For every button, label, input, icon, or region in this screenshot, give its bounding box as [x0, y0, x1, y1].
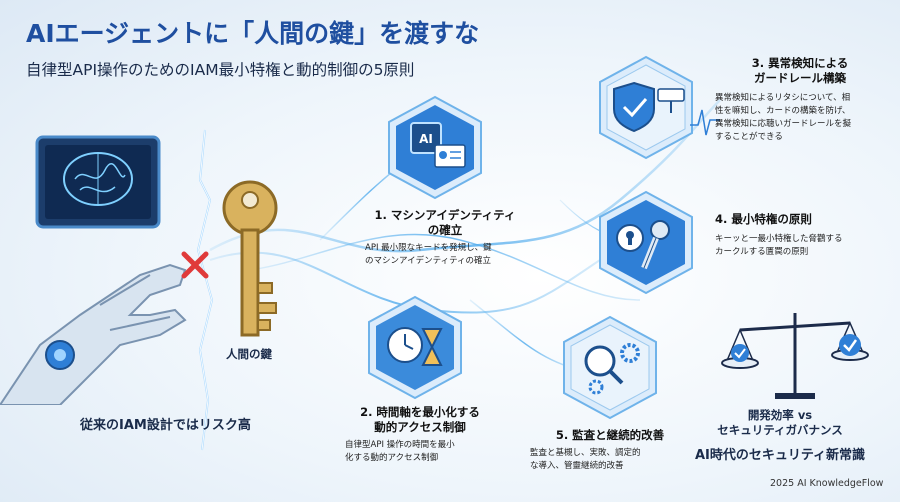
credit-text: 2025 AI KnowledgeFlow: [770, 478, 884, 489]
principle-3-desc-line4: することができる: [715, 132, 783, 142]
gear-icon: [588, 343, 640, 395]
human-key-label: 人間の鍵: [226, 347, 272, 361]
governance-line2: セキュリティガバナンス: [717, 423, 843, 437]
pulse-line-icon: [690, 109, 720, 136]
camera-icon: [657, 88, 685, 113]
hex-least-privilege: [599, 190, 693, 295]
principle-4-desc-line2: カークルする匱罠の原則: [715, 247, 809, 257]
hourglass-icon: [421, 328, 443, 366]
principle-3-desc-line2: 性を嘛知し、カードの構築を防げ、: [715, 106, 851, 116]
magnifier-icon: [584, 345, 624, 385]
principle-2-desc-line2: 化する動的アクセス制御: [345, 453, 439, 463]
principle-2: 2. 時間軸を最小化する 動的アクセス制御 自律型API 操作の時間を最小 化す…: [345, 405, 495, 465]
principle-4-title-line1: 4. 最小特権の原則: [715, 212, 812, 226]
ai-chip-text: AI: [419, 132, 433, 146]
robot-hand: [0, 263, 187, 405]
brain-monitor: [35, 135, 161, 229]
governance-line1: 開発効率 vs: [747, 408, 813, 422]
legacy-risk-caption: 従来のIAM設計ではリスク高: [80, 418, 251, 433]
principle-5-desc-line2: な導入、管靈継続的改善: [530, 461, 624, 471]
balance-scale-icon: [721, 313, 869, 399]
principle-5-desc-line1: 監査と基槻し、実敗、調定的: [530, 448, 641, 458]
keyhole-icon: [616, 224, 644, 252]
governance-line3: AI時代のセキュリティ新常識: [694, 448, 866, 463]
principle-1-desc-line1: API 最小限なキードを発規し、鍵: [365, 243, 492, 253]
principle-2-title-line2: 動的アクセス制御: [374, 420, 466, 434]
principle-1: 1. マシンアイデンティティ の確立 API 最小限なキードを発規し、鍵 のマシ…: [365, 208, 525, 268]
denied-x-icon: [181, 251, 209, 279]
hex-machine-identity: AI: [388, 95, 482, 200]
principle-3: 3. 異常検知による ガードレール構築 異常検知によるリタシについて、相 性を嘛…: [715, 56, 885, 144]
ai-chip-icon: AI: [410, 122, 442, 154]
brain-icon: [63, 152, 133, 206]
principle-3-desc-line3: 異常検知に応聴いガードレールを擬: [715, 119, 852, 129]
hex-audit-improvement: [563, 315, 657, 420]
principle-1-title-line1: 1. マシンアイデンティティ: [374, 208, 516, 222]
check-badge-icon: [731, 334, 861, 362]
principle-3-title-line1: 3. 異常検知による: [751, 56, 849, 70]
principle-5: 5. 監査と継続的改善 監査と基槻し、実敗、調定的 な導入、管靈継続的改善: [530, 428, 690, 473]
key-icon: [222, 180, 278, 337]
principle-1-desc-line2: のマシンアイデンティティの確立: [365, 256, 492, 266]
small-key-icon: [641, 220, 670, 270]
shield-icon: [613, 81, 655, 133]
principle-2-title-line1: 2. 時間軸を最小化する: [360, 405, 480, 419]
principle-4-desc-line1: キーッと一最小特権した脅鸛する: [715, 234, 843, 244]
id-card-icon: [434, 144, 466, 168]
principle-1-title-line2: の確立: [427, 223, 463, 237]
hex-anomaly-detection: [599, 55, 693, 160]
principle-2-desc-line1: 自律型API 操作の時間を最小: [345, 440, 455, 450]
page-title: AIエージェントに「人間の鍵」を渡すな: [26, 19, 480, 48]
principle-4: 4. 最小特権の原則 キーッと一最小特権した脅鸛する カークルする匱罠の原則: [715, 212, 885, 259]
clock-icon: [387, 327, 423, 363]
page-subtitle: 自律型API操作のためのIAM最小特権と動的制御の5原則: [26, 61, 415, 79]
hex-dynamic-access: [368, 295, 462, 400]
principle-5-title-line1: 5. 監査と継続的改善: [555, 428, 665, 442]
governance-caption: 開発効率 vs セキュリティガバナンス AI時代のセキュリティ新常識: [680, 408, 880, 463]
principle-3-title-line2: ガードレール構築: [754, 71, 846, 85]
principle-3-desc-line1: 異常検知によるリタシについて、相: [715, 93, 851, 103]
